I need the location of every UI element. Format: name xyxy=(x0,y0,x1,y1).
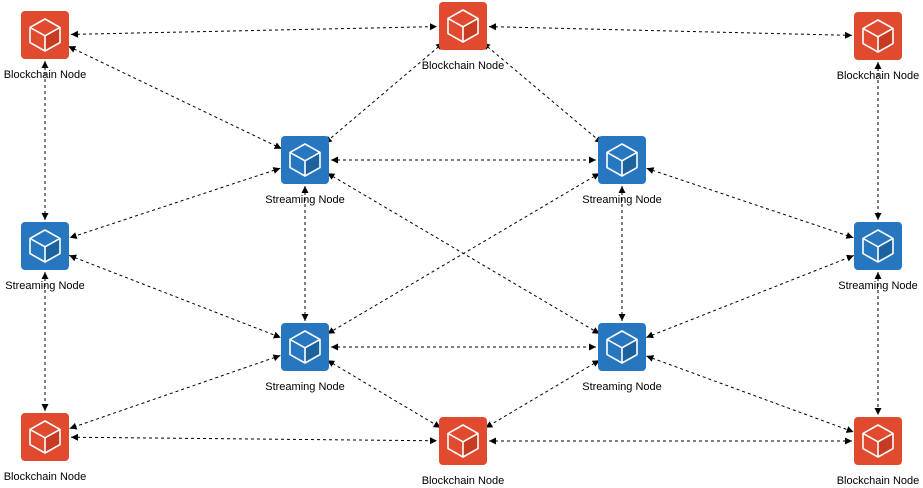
edge-s3-s4 xyxy=(69,254,281,339)
edge-s4-b4 xyxy=(69,354,281,430)
cube-left-face xyxy=(30,27,45,51)
cube-right-face xyxy=(45,429,60,453)
cube-outline xyxy=(289,330,321,364)
node-label: Blockchain Node xyxy=(4,69,87,81)
node-label: Blockchain Node xyxy=(422,60,505,72)
cube-icon xyxy=(862,19,894,53)
edge-b2-s2 xyxy=(482,42,603,144)
cube-icon xyxy=(447,424,479,458)
cube-left-face xyxy=(30,238,45,262)
node-label: Blockchain Node xyxy=(422,475,505,487)
cube-left-face xyxy=(448,433,463,457)
cube-left-face xyxy=(30,429,45,453)
edge-s1-s3 xyxy=(69,167,281,239)
edge-b2-b3 xyxy=(488,23,853,39)
edge-s5-b6 xyxy=(646,355,854,433)
cube-icon xyxy=(29,420,61,454)
edge-s5-b5 xyxy=(485,359,600,429)
streaming-node-s5: Streaming Node xyxy=(582,323,662,393)
edge-s5-s6 xyxy=(646,254,854,339)
cube-icon xyxy=(289,330,321,364)
cube-left-face xyxy=(863,433,878,457)
cube-right-face xyxy=(622,152,637,176)
streaming-node-s6: Streaming Node xyxy=(838,222,918,292)
node-label: Blockchain Node xyxy=(4,471,87,483)
cube-outline xyxy=(606,143,638,177)
cube-left-face xyxy=(290,152,305,176)
cube-right-face xyxy=(45,238,60,262)
cube-outline xyxy=(29,229,61,263)
node-label: Streaming Node xyxy=(5,280,85,292)
cube-right-face xyxy=(45,27,60,51)
edge-b2-s1 xyxy=(324,42,444,144)
cube-outline xyxy=(289,143,321,177)
cube-left-face xyxy=(448,18,463,42)
cube-outline xyxy=(447,424,479,458)
streaming-node-s2: Streaming Node xyxy=(582,136,662,206)
cube-right-face xyxy=(878,238,893,262)
blockchain-node-b4: Blockchain Node xyxy=(4,413,87,483)
streaming-node-s3: Streaming Node xyxy=(5,222,85,292)
node-label: Streaming Node xyxy=(265,194,345,206)
cube-right-face xyxy=(463,433,478,457)
edge-s2-s4 xyxy=(327,172,600,335)
cube-right-face xyxy=(622,339,637,363)
cube-right-face xyxy=(305,152,320,176)
cube-left-face xyxy=(607,152,622,176)
cube-outline xyxy=(862,424,894,458)
streaming-node-s4: Streaming Node xyxy=(265,323,345,393)
cube-left-face xyxy=(863,28,878,52)
edge-s4-b5 xyxy=(327,359,441,429)
node-label: Blockchain Node xyxy=(837,70,920,82)
cube-left-face xyxy=(863,238,878,262)
cube-right-face xyxy=(878,28,893,52)
cube-outline xyxy=(29,420,61,454)
node-label: Streaming Node xyxy=(582,194,662,206)
edge-b4-b5 xyxy=(70,433,438,445)
cube-icon xyxy=(29,229,61,263)
cube-icon xyxy=(447,9,479,43)
node-label: Streaming Node xyxy=(582,381,662,393)
cube-icon xyxy=(29,18,61,52)
cube-right-face xyxy=(463,18,478,42)
cube-right-face xyxy=(305,339,320,363)
cube-outline xyxy=(606,330,638,364)
cube-icon xyxy=(606,143,638,177)
cube-left-face xyxy=(290,339,305,363)
cube-icon xyxy=(289,143,321,177)
blockchain-node-b2: Blockchain Node xyxy=(422,2,505,72)
edge-s2-s6 xyxy=(646,167,854,239)
node-label: Streaming Node xyxy=(838,280,918,292)
cube-outline xyxy=(862,19,894,53)
edge-b1-s1 xyxy=(68,45,282,150)
cube-outline xyxy=(29,18,61,52)
edges-layer xyxy=(41,23,882,445)
edge-b1-b2 xyxy=(70,23,438,38)
blockchain-node-b6: Blockchain Node xyxy=(837,417,920,487)
blockchain-node-b1: Blockchain Node xyxy=(4,11,87,81)
cube-icon xyxy=(862,424,894,458)
streaming-node-s1: Streaming Node xyxy=(265,136,345,206)
cube-icon xyxy=(862,229,894,263)
node-label: Streaming Node xyxy=(265,381,345,393)
cube-outline xyxy=(447,9,479,43)
node-label: Blockchain Node xyxy=(837,475,920,487)
cube-right-face xyxy=(878,433,893,457)
cube-left-face xyxy=(607,339,622,363)
blockchain-node-b3: Blockchain Node xyxy=(837,12,920,82)
cube-outline xyxy=(862,229,894,263)
cube-icon xyxy=(606,330,638,364)
blockchain-node-b5: Blockchain Node xyxy=(422,417,505,487)
